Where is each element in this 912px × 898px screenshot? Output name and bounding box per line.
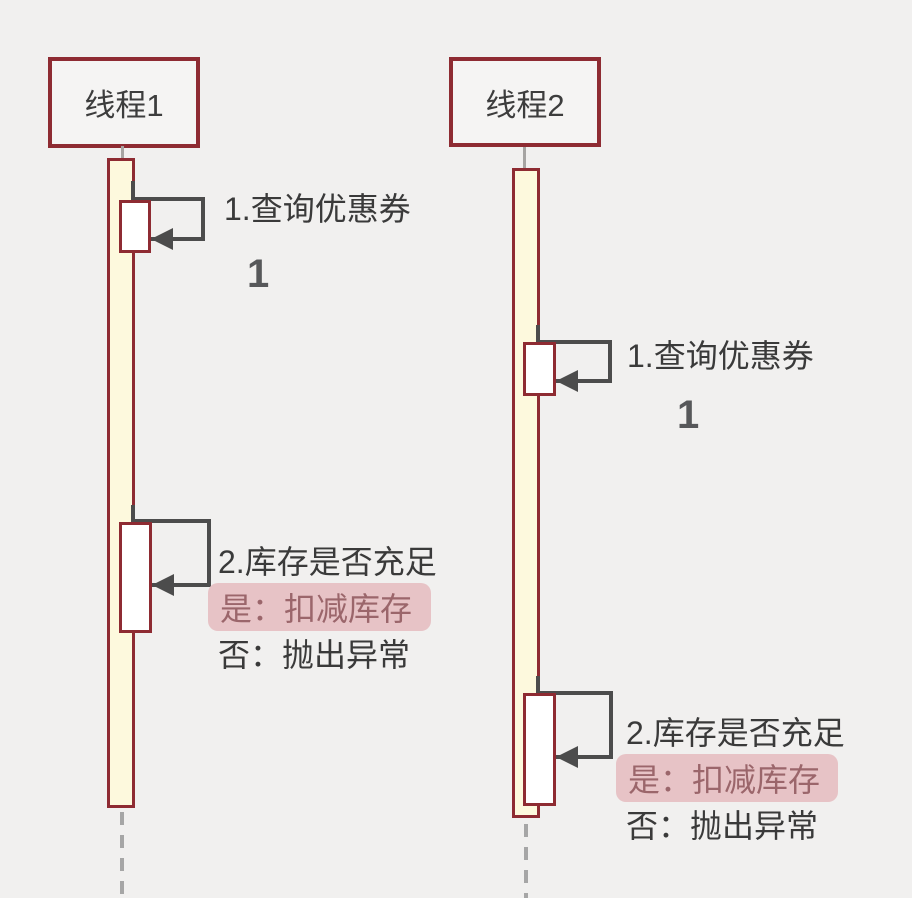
thread1-activation-2: [119, 522, 152, 633]
thread1-label: 线程1: [84, 88, 164, 123]
thread2-head-box: 线程2: [449, 57, 601, 147]
thread2-msg1-number: 1: [677, 393, 700, 437]
arrowhead-left-icon: [151, 228, 173, 250]
thread1-msg2-yes-text: 是：扣减库存: [220, 591, 413, 627]
thread2-msg2-yes-text: 是：扣减库存: [628, 762, 821, 798]
thread2-msg1-stub: [536, 325, 540, 342]
thread1-lifeline-dashed-tail: [120, 812, 124, 898]
thread1-msg2-stub: [131, 505, 135, 522]
thread1-msg2-no-text: 否：抛出异常: [218, 637, 411, 673]
thread2-msg2-label: 2.库存是否充足: [626, 715, 845, 751]
thread2-msg1-label: 1.查询优惠券: [627, 338, 814, 374]
thread1-msg2-label: 2.库存是否充足: [218, 544, 437, 580]
thread1-msg2-yes-highlight: 是：扣减库存: [208, 583, 431, 631]
arrowhead-left-icon: [556, 370, 578, 392]
thread2-msg2-no-text: 否：抛出异常: [626, 808, 819, 844]
thread1-activation-1: [119, 200, 151, 253]
arrowhead-left-icon: [556, 746, 578, 768]
arrowhead-left-icon: [152, 574, 174, 596]
thread2-activation-2: [523, 693, 556, 806]
thread1-head-box: 线程1: [48, 57, 200, 148]
thread2-msg2-yes-highlight: 是：扣减库存: [616, 754, 838, 802]
thread1-msg1-label: 1.查询优惠券: [224, 191, 411, 227]
thread2-head-connector: [523, 147, 526, 168]
thread1-msg1-number: 1: [247, 252, 270, 296]
thread1-msg1-stub: [131, 181, 135, 200]
thread2-label: 线程2: [485, 87, 565, 123]
thread2-msg2-stub: [536, 676, 540, 693]
thread2-activation-1: [523, 342, 556, 396]
thread1-lifeline-bar: [107, 158, 135, 808]
thread2-lifeline-dashed-tail: [524, 824, 528, 898]
thread1-head-connector: [121, 146, 124, 159]
